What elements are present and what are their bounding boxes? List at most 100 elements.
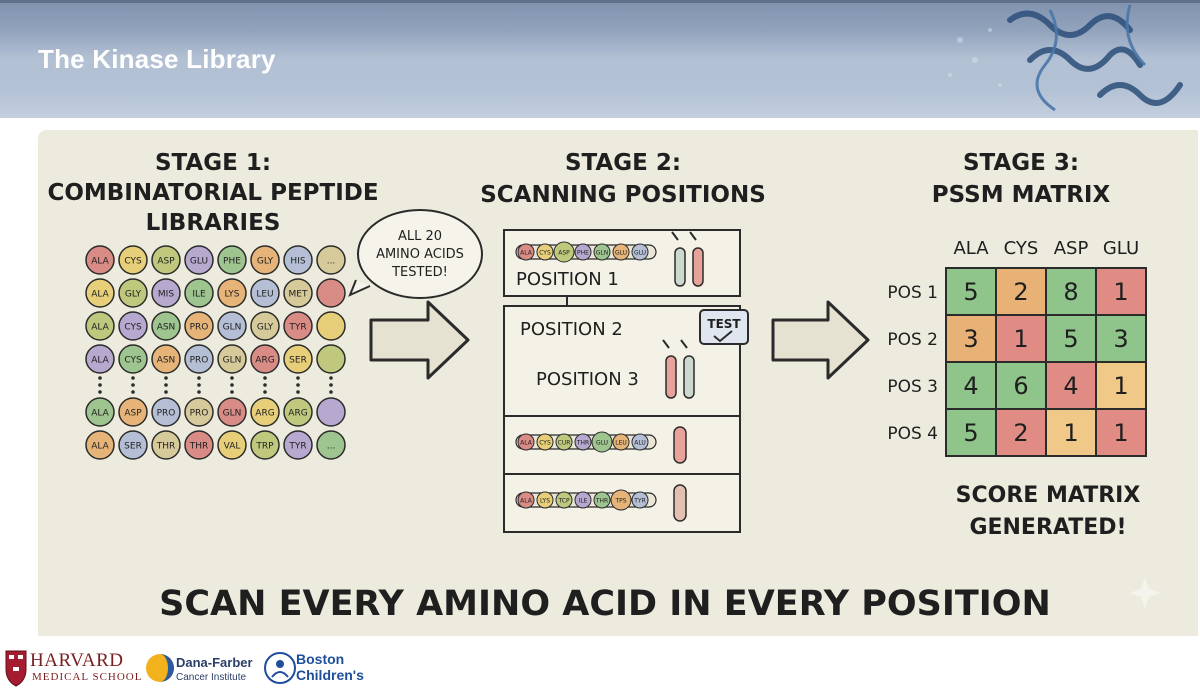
ellipsis-row [98,376,333,394]
amino-acid-bead: ARG [250,397,280,427]
amino-acid-bead: GLU [631,243,649,261]
amino-acid-bead: THR [593,491,611,509]
ellipsis-dot [329,383,333,387]
amino-acid-bead: LYS [536,491,554,509]
amino-acid-bead: GLU [591,431,613,453]
amino-acid-label: THR [189,442,209,452]
matrix-cell-value: 8 [1063,278,1078,306]
amino-acid-bead: CYS [536,433,554,451]
harvard-wordmark: HARVARD [30,650,124,671]
ellipsis-dot [263,390,267,394]
amino-acid-bead: ALA [85,397,115,427]
amino-acid-bead: ALA [517,491,535,509]
stage3-title-line2: PSSM MATRIX [932,182,1111,208]
amino-acid-bead: ASP [118,397,148,427]
amino-acid-bead: ILE [574,491,592,509]
amino-acid-bead: CYS [536,243,554,261]
amino-acid-label: TYR [288,323,306,333]
amino-acid-bead: GLU [612,243,630,261]
amino-acid-label: HIS [290,257,305,267]
amino-acid-label: TPS [614,498,626,505]
stage1-title-line3: LIBRARIES [146,210,281,236]
bubble-line3: TESTED! [391,265,448,280]
amino-acid-label: PRO [190,356,209,366]
amino-acid-label: THR [576,440,589,447]
stage2-title-line1: STAGE 2: [565,150,681,176]
ellipsis-dot [164,383,168,387]
amino-acid-label: LEU [615,440,627,447]
amino-acid-bead: ASP [553,241,575,263]
boston-childrens-wordmark-line1: Boston [296,651,345,667]
amino-acid-label: ALA [91,290,109,300]
test-badge: TEST [699,309,749,345]
amino-acid-label: GLU [190,257,208,267]
matrix-cell [1095,408,1147,457]
amino-acid-bead: MET [283,278,313,308]
amino-acid-bead: ALU [631,433,649,451]
matrix-cell-value: 3 [1113,325,1128,353]
ellipsis-dot [329,390,333,394]
test-tube-icon [673,426,687,464]
amino-acid-bead: PRO [151,397,181,427]
stage1-panel: STAGE 1: COMBINATORIAL PEPTIDE LIBRARIES… [47,150,483,460]
amino-acid-label: GLU [634,250,646,257]
amino-acid-bead: TPS [610,489,632,511]
amino-acid-bead: PHE [217,245,247,275]
amino-acid-bead: SER [118,430,148,460]
amino-acid-bead: PHE [574,243,592,261]
ellipsis-dot [329,376,333,380]
amino-acid-label: THR [156,442,176,452]
amino-acid-bead: GLN [217,311,247,341]
matrix-cell-value: 5 [963,419,978,447]
amino-acid-label: LYS [224,290,239,300]
ellipsis-dot [296,383,300,387]
amino-acid-label: ALA [91,257,109,267]
amino-acid-bead: SER [283,344,313,374]
amino-acid-label: SER [289,356,307,366]
matrix-cell [1045,361,1097,410]
ellipsis-dot [131,376,135,380]
matrix-cell-value: 1 [1113,419,1128,447]
boston-childrens-wordmark-line2: Children's [296,667,364,683]
matrix-cell [1095,314,1147,363]
amino-acid-label: PRO [190,409,209,419]
amino-acid-bead [316,344,346,374]
amino-acid-label: CYS [124,356,142,366]
amino-acid-label: GLN [596,250,608,257]
amino-acid-bead: ... [316,430,346,460]
amino-acid-label: GLN [223,356,242,366]
test-tube-icon [673,484,687,522]
amino-acid-bead: THR [184,430,214,460]
stage3-title-line1: STAGE 3: [963,150,1079,176]
amino-acid-label: CYS [124,257,142,267]
amino-acid-bead: TYR [631,491,649,509]
amino-acid-label: ALA [91,442,109,452]
matrix-column-header: GLU [1103,238,1139,259]
amino-acid-label: PRO [190,323,209,333]
dana-farber-subtitle: Cancer Institute [176,672,247,683]
amino-acid-bead: ALA [85,278,115,308]
protein-structure-image [948,4,1183,112]
amino-acid-label: TCP [557,498,570,505]
amino-acid-bead: THR [574,433,592,451]
amino-acid-label: CYS [539,440,551,447]
amino-acid-label: ALA [520,498,533,505]
matrix-cell-value: 1 [1013,325,1028,353]
amino-acid-label: GLN [223,323,242,333]
amino-acid-label: VAL [224,442,241,452]
amino-acid-label: GLU [615,250,627,257]
amino-acid-label: ... [327,442,336,452]
amino-acid-bead: ASN [151,344,181,374]
amino-acid-bead: CYS [118,344,148,374]
ellipsis-dot [98,376,102,380]
ellipsis-dot [197,383,201,387]
amino-acid-bead: GLY [118,278,148,308]
amino-acid-label: MIS [158,290,174,300]
harvard-subtitle: MEDICAL SCHOOL [32,671,143,683]
amino-acid-bead: GLY [250,311,280,341]
position3-label: POSITION 3 [536,369,639,390]
amino-acid-bead: ALA [85,245,115,275]
